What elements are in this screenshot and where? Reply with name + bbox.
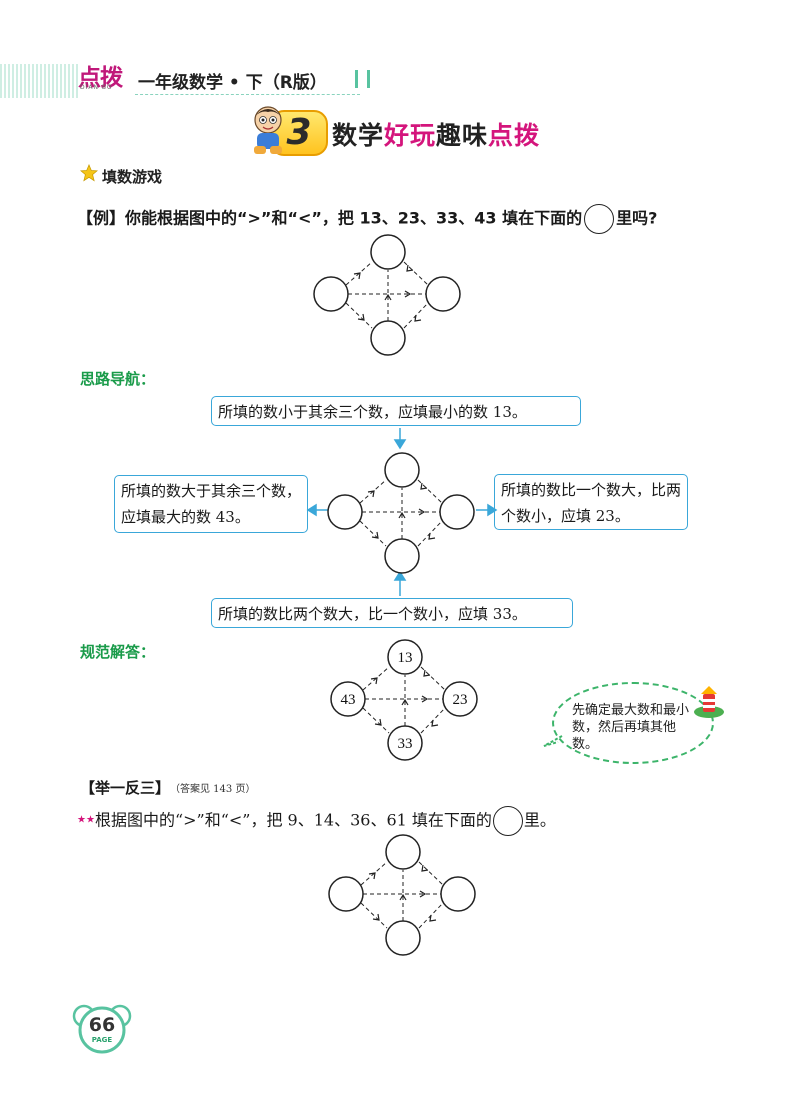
- title-part-4: 点拨: [488, 121, 541, 150]
- practice-text: 根据图中的“>”和“<”，把 9、14、36、61 填在下面的: [94, 810, 492, 830]
- practice-answer-ref: （答案见 143 页）: [170, 784, 256, 795]
- hint-box-right: 所填的数比一个数大，比两个数小，应填 23。: [494, 474, 688, 530]
- page-badge-icon: [72, 1004, 132, 1054]
- star-icon: [80, 164, 98, 182]
- hint-box-top: 所填的数小于其余三个数，应填最小的数 13。: [211, 396, 581, 426]
- section-title: 数学好玩趣味点拨: [332, 116, 540, 152]
- hint-arrows: [306, 428, 498, 596]
- diamond-diagram-example: [313, 234, 461, 356]
- diamond-diagram-thinking: [327, 452, 475, 574]
- hint-box-bottom: 所填的数比两个数大，比一个数小，应填 33。: [211, 598, 573, 628]
- page-word: PAGE: [91, 1036, 113, 1044]
- mascot-icon: [254, 106, 282, 154]
- blank-circle-icon: [492, 806, 523, 836]
- hint-box-left: 所填的数大于其余三个数，应填最大的数 43。: [114, 475, 308, 533]
- diamond-diagram-practice: [328, 834, 476, 956]
- tip-bubble: 先确定最大数和最小数，然后再填其他数。: [552, 682, 714, 764]
- difficulty-stars-icon: ★★: [77, 814, 95, 826]
- header-divider: [135, 94, 360, 95]
- title-part-3: 趣味: [436, 121, 489, 150]
- answer-heading: 规范解答：: [80, 643, 156, 661]
- page-number: 66: [88, 1014, 116, 1036]
- answer-right: 23: [453, 692, 468, 708]
- practice-text-end: 里。: [523, 810, 556, 830]
- answer-top: 13: [398, 650, 413, 666]
- title-part-1: 数学: [332, 121, 385, 150]
- series-title: 一年级数学 • 下（R版）: [138, 73, 327, 93]
- thinking-heading: 思路导航：: [80, 370, 156, 388]
- brand-logo: 点拨: [78, 65, 123, 91]
- header-bars: [355, 70, 370, 88]
- section-number: 3: [286, 112, 312, 153]
- answer-left: 43: [341, 692, 356, 708]
- header-stripes: [0, 64, 80, 98]
- lighthouse-icon: [694, 686, 724, 718]
- practice-heading: 【举一反三】: [80, 779, 171, 797]
- example-text: 【例】你能根据图中的“>”和“<”，把 13、23、33、43 填在下面的: [77, 208, 583, 228]
- example-text-end: 里吗?: [616, 208, 658, 228]
- game-label: 填数游戏: [102, 168, 163, 186]
- diamond-diagram-answer: 13 43 23 33: [330, 639, 478, 761]
- answer-bottom: 33: [398, 736, 413, 752]
- example-question: 【例】你能根据图中的“>”和“<”，把 13、23、33、43 填在下面的 里吗?: [77, 204, 657, 234]
- title-part-2: 好玩: [384, 121, 437, 150]
- bubble-tail: [543, 735, 563, 747]
- practice-question: ★★根据图中的“>”和“<”，把 9、14、36、61 填在下面的 里。: [77, 806, 556, 836]
- brand-logo-sub: DIAN BO: [80, 84, 113, 91]
- blank-circle-icon: [584, 204, 615, 234]
